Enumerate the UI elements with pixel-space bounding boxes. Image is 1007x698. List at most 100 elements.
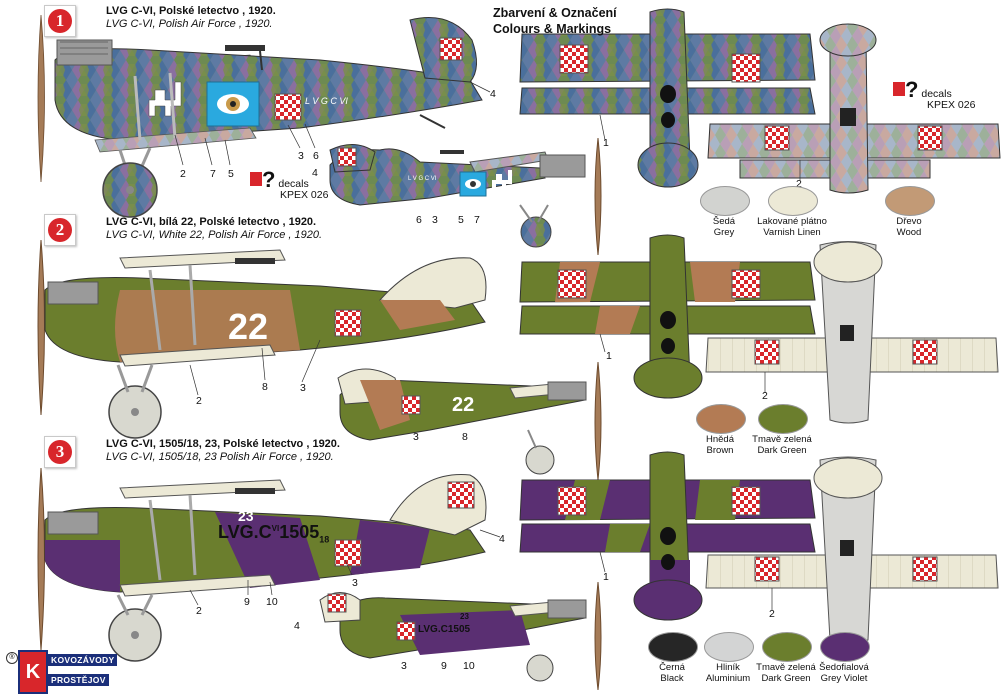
- registered-mark: ®: [6, 652, 18, 664]
- callout: 3: [432, 214, 438, 226]
- callout: 7: [474, 214, 480, 226]
- decals-label-2: decals: [921, 88, 952, 100]
- s1-small-side-view: [329, 137, 602, 256]
- swatch-linen: [768, 186, 818, 216]
- s3-small-side-view: [319, 581, 602, 691]
- callout: 3: [401, 660, 407, 672]
- callout: 3: [298, 150, 304, 162]
- swatch-aluminium-cz: Hliník: [716, 662, 740, 673]
- swatch-brown-cz: Hnědá: [706, 434, 734, 445]
- callout: 1: [606, 350, 612, 362]
- swatch-dark-green-2-en: Dark Green: [761, 673, 811, 684]
- scheme-2-badge: 2: [44, 214, 76, 246]
- swatch-brown: [696, 404, 746, 434]
- swatch-grey: [700, 186, 750, 216]
- scheme-3-number: 3: [48, 440, 72, 464]
- callout: 3: [300, 382, 306, 394]
- s3-serial-18: 18: [319, 534, 330, 545]
- swatch-grey-en: Grey: [713, 227, 735, 238]
- decals-note-2: ? decals KPEX 026: [905, 79, 976, 111]
- swatch-dark-green-en: Dark Green: [757, 445, 807, 456]
- swatch-black-label: Černá Black: [632, 662, 712, 684]
- swatch-dark-green-2-label: Tmavě zelená Dark Green: [746, 662, 826, 684]
- page-title-en: Colours & Markings: [493, 22, 612, 36]
- swatch-linen-en: Varnish Linen: [763, 227, 821, 238]
- page-title-cz: Zbarvení & Označení: [493, 6, 617, 20]
- callout: 10: [266, 596, 278, 608]
- s3-small-number-23: 23: [460, 612, 469, 621]
- callout: 4: [490, 88, 496, 100]
- s3-small-serial-prefix: LVG.C: [418, 624, 448, 635]
- logo-line-1: KOVOZÁVODY: [48, 654, 118, 666]
- decal-icon: [250, 172, 262, 186]
- swatch-linen-label: Lakované plátno Varnish Linen: [752, 216, 832, 238]
- scheme-3-caption: LVG C-VI, 1505/18, 23, Polské letectvo ,…: [106, 438, 340, 464]
- s1-lvg-marking: L V G C VI: [305, 96, 348, 106]
- scheme-1-caption-en: LVG C-VI, Polish Air Force , 1920.: [106, 18, 273, 30]
- decals-label: decals: [278, 178, 309, 190]
- scheme-2-caption-cz: LVG C-VI, bílá 22, Polské letectvo , 192…: [106, 216, 317, 228]
- swatch-grey-violet-cz: Šedofialová: [819, 662, 869, 673]
- swatch-wood: [885, 186, 935, 216]
- decals-note-1: ? decals KPEX 026: [262, 167, 328, 201]
- s3-serial-number: 1505: [279, 522, 320, 542]
- swatch-grey-violet-en: Grey Violet: [820, 673, 868, 684]
- swatch-dark-green-label: Tmavě zelená Dark Green: [742, 434, 822, 456]
- s3-serial-vi: VI: [271, 524, 280, 533]
- swatch-black: [648, 632, 698, 662]
- callout: 4: [499, 533, 505, 545]
- callout: 2: [796, 178, 802, 190]
- logo-line-2: PROSTĚJOV: [48, 674, 109, 686]
- swatch-black-cz: Černá: [659, 662, 685, 673]
- callout: 6: [416, 214, 422, 226]
- s1-plan-views: [519, 8, 1001, 194]
- callout: 4: [294, 620, 300, 632]
- swatch-dark-green: [758, 404, 808, 434]
- kovozavody-logo: ® K KOVOZÁVODY PROSTĚJOV: [6, 650, 126, 694]
- swatch-dark-green-2: [762, 632, 812, 662]
- s3-side-view: [37, 467, 487, 662]
- swatch-grey-cz: Šedá: [712, 216, 736, 227]
- scheme-1-badge: 1: [44, 5, 76, 37]
- swatch-wood-cz: Dřevo: [896, 216, 922, 227]
- decals-question-mark: ?: [262, 167, 276, 192]
- s2-plan-views: [519, 234, 999, 424]
- callout: 2: [762, 390, 768, 402]
- callout: 3: [413, 431, 419, 443]
- s2-number-22: 22: [228, 306, 269, 347]
- s2-side-view: [37, 239, 487, 439]
- callout: 10: [463, 660, 475, 672]
- swatch-brown-en: Brown: [706, 445, 734, 456]
- callout: 6: [313, 150, 319, 162]
- s1-side-view: [37, 14, 483, 218]
- page-title: Zbarvení & Označení Colours & Markings: [493, 5, 617, 37]
- s3-small-serial-number: 1505: [447, 624, 471, 635]
- swatch-dark-green-cz: Tmavě zelená: [752, 434, 812, 445]
- scheme-2-caption-en: LVG C-VI, White 22, Polish Air Force , 1…: [106, 229, 323, 241]
- callout: 2: [196, 605, 202, 617]
- callout: 2: [196, 395, 202, 407]
- swatch-dark-green-2-cz: Tmavě zelená: [756, 662, 816, 673]
- swatch-wood-en: Wood: [896, 227, 922, 238]
- swatch-grey-label: Šedá Grey: [684, 216, 764, 238]
- swatch-linen-cz: Lakované plátno: [757, 216, 827, 227]
- scheme-3-caption-en: LVG C-VI, 1505/18, 23 Polish Air Force ,…: [106, 451, 334, 463]
- scheme-2-number: 2: [48, 218, 72, 242]
- scheme-2-caption: LVG C-VI, bílá 22, Polské letectvo , 192…: [106, 216, 322, 242]
- s1-small-lvg-marking: L V G C VI: [408, 176, 437, 182]
- callout: 3: [352, 577, 358, 589]
- swatch-aluminium-label: Hliník Aluminium: [688, 662, 768, 684]
- callout: 9: [244, 596, 250, 608]
- swatch-wood-label: Dřevo Wood: [869, 216, 949, 238]
- callout: 5: [458, 214, 464, 226]
- scheme-1-number: 1: [48, 9, 72, 33]
- callout: 2: [180, 168, 186, 180]
- callout: 1: [603, 571, 609, 583]
- callout: 8: [462, 431, 468, 443]
- callout: 4: [312, 167, 318, 179]
- s3-number-23: 23: [238, 508, 254, 524]
- callout: 9: [441, 660, 447, 672]
- leader-lines: [174, 81, 801, 610]
- decals-code-2: KPEX 026: [927, 99, 976, 111]
